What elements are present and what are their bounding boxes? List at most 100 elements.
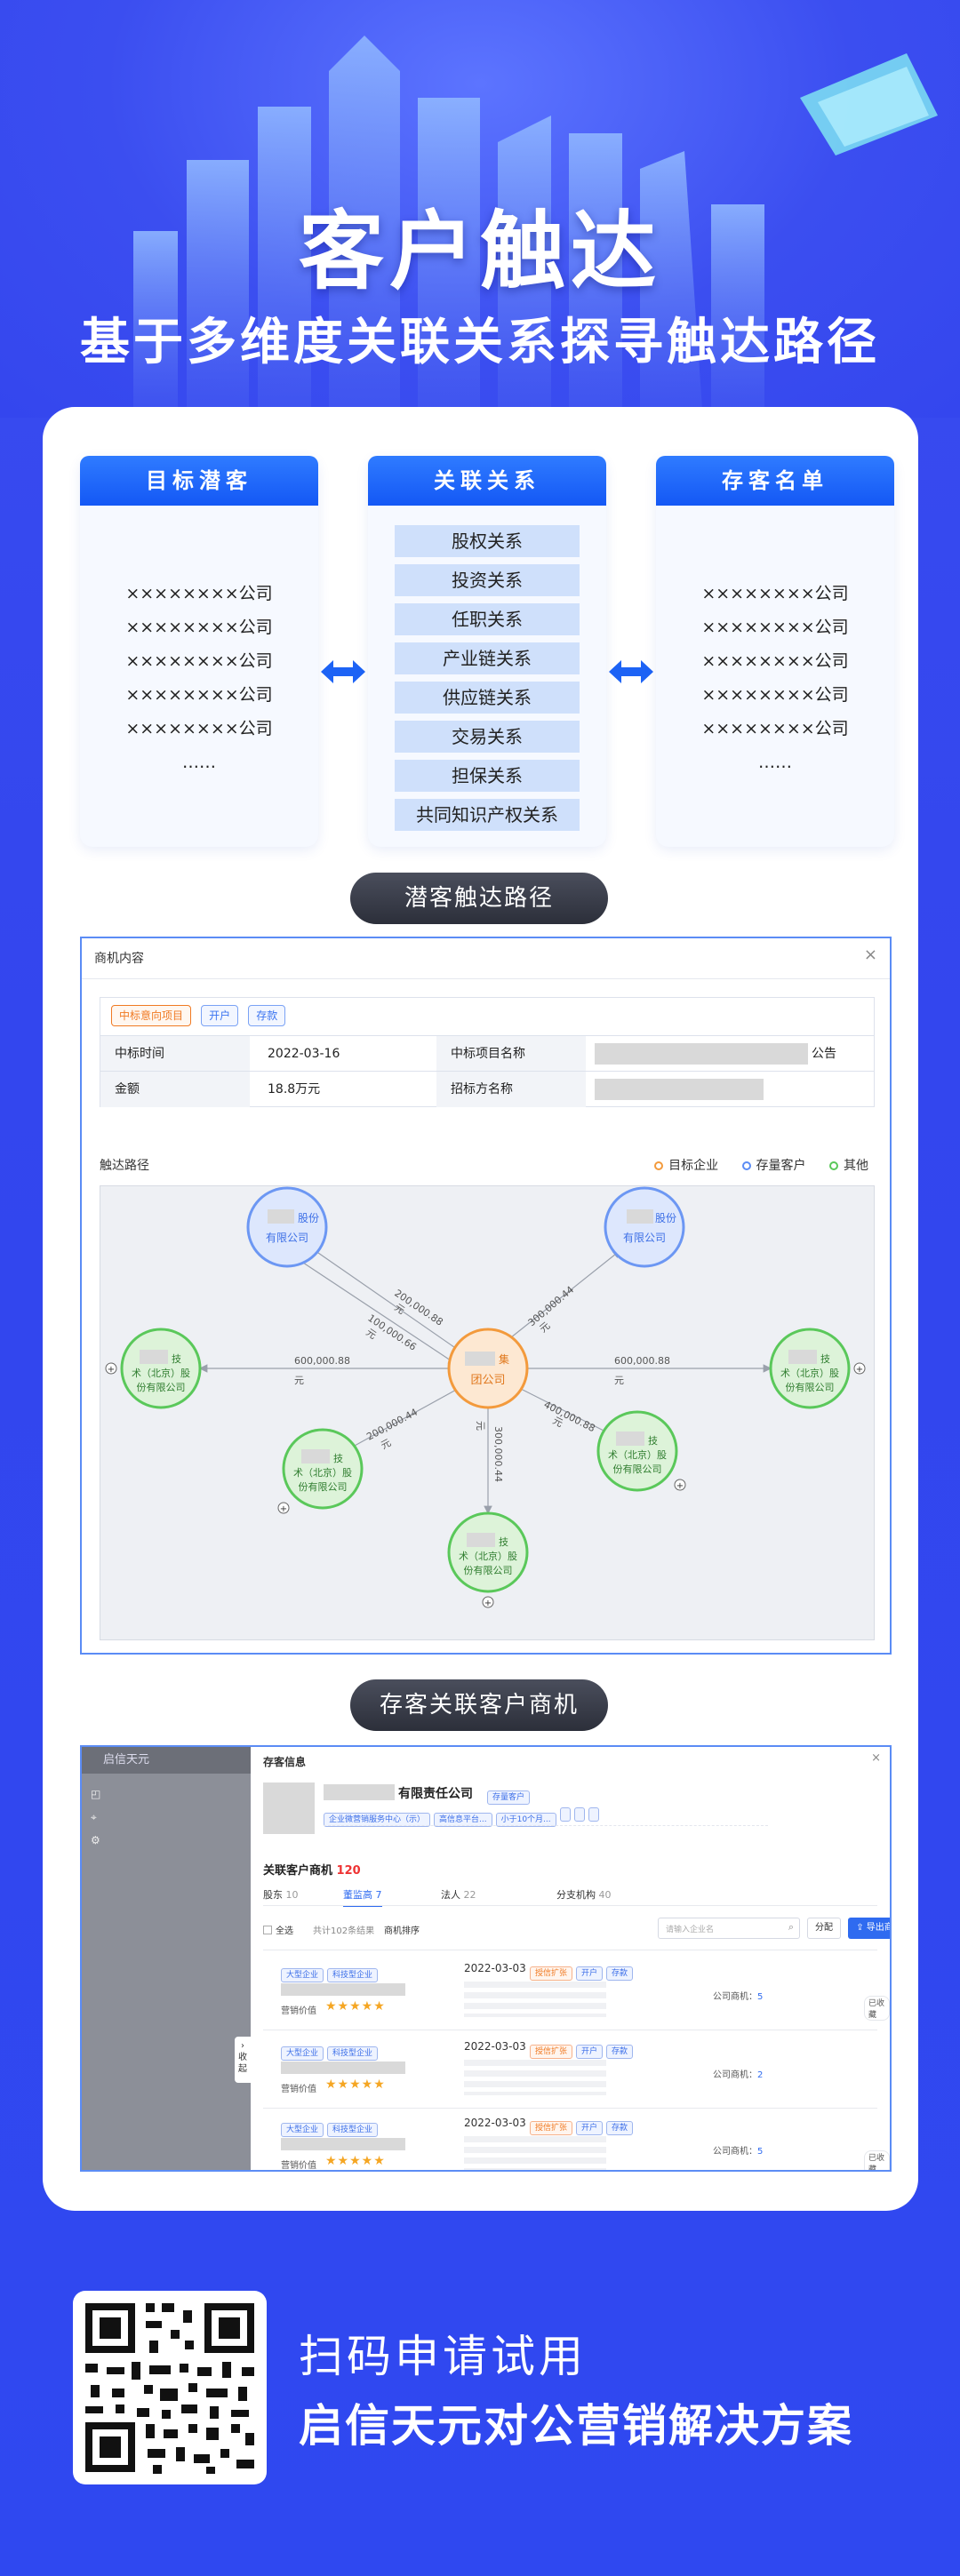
svg-text:术（北京）股: 术（北京）股: [293, 1466, 352, 1479]
target-prospects-column: 目标潜客 ××××××××公司 ××××××××公司 ××××××××公司 ××…: [80, 456, 318, 847]
table-row[interactable]: 大型企业科技型企业 营销价值 ★★★★★ 2022-03-03 授信扩张开户存款…: [251, 2031, 890, 2106]
list-item: ××××××××公司: [701, 584, 849, 603]
relation-item: 产业链关系: [395, 642, 580, 674]
relation-item: 担保关系: [395, 760, 580, 792]
tab-branches[interactable]: 分支机构 40: [556, 1889, 612, 1901]
row-description: [464, 2060, 606, 2095]
tab-legal-person[interactable]: 法人 22: [441, 1889, 476, 1901]
graph-node-other[interactable]: 技 术（北京）股 份有限公司 +: [769, 1328, 866, 1409]
location-icon[interactable]: ⌖: [91, 1811, 97, 1823]
svg-text:股份: 股份: [655, 1212, 676, 1224]
action-icon[interactable]: [891, 1973, 892, 1985]
tag-open-account: 开户: [201, 1005, 239, 1026]
stock-customer-screenshot: 启信天元 ◰ ⌖ ⚙ ›收起 存客信息 × 有限责任公司 存量客户 企业微营销服…: [80, 1745, 892, 2172]
legend-item: 其他: [829, 1159, 868, 1173]
close-icon[interactable]: ×: [871, 1751, 881, 1765]
graph-node-stock[interactable]: 股份 有限公司: [246, 1186, 328, 1268]
table-row[interactable]: 大型企业科技型企业 营销价值 ★★★★★ 2022-03-03 授信扩张开户存款…: [251, 2108, 892, 2171]
graph-node-other[interactable]: 技 术（北京）股 份有限公司 +: [277, 1428, 364, 1514]
list-item: ××××××××公司: [125, 685, 273, 705]
edge-label: 元: [551, 1415, 565, 1430]
assign-button[interactable]: 分配: [807, 1918, 841, 1939]
row-date: 2022-03-03: [464, 2117, 526, 2129]
legend-dot-icon: [741, 1161, 751, 1170]
redacted-company: [281, 1983, 405, 1996]
footer-line-2: 启信天元对公营销解决方案: [299, 2400, 853, 2452]
legend-item: 目标企业: [654, 1159, 718, 1173]
export-button[interactable]: ⇪ 导出商机: [848, 1918, 890, 1939]
graph-node-other[interactable]: 技 术（北京）股 份有限公司 +: [596, 1410, 686, 1492]
svg-text:技: 技: [648, 1435, 658, 1447]
favorite-badge[interactable]: 已收藏: [864, 1996, 890, 2021]
double-arrow-icon: [321, 660, 365, 683]
svg-text:技: 技: [172, 1353, 181, 1365]
redacted-field: [595, 1079, 764, 1100]
relation-item: 供应链关系: [395, 682, 580, 714]
info-label: 金额: [100, 1072, 250, 1107]
redacted-field: [595, 1043, 808, 1065]
edge-label: 元: [614, 1375, 624, 1386]
tag-group: 中标意向项目 开户 存款: [111, 1005, 291, 1026]
edge-label: 300,000.44: [526, 1284, 577, 1328]
panel-title: 存客信息: [263, 1756, 307, 1768]
app-brand: 启信天元: [82, 1747, 251, 1774]
rating-stars: ★★★★★: [325, 1999, 386, 2014]
select-all-checkbox[interactable]: 全选: [263, 1923, 293, 1936]
company-opportunities: 公司商机：5: [713, 1992, 764, 2002]
row-description: [464, 1982, 606, 2017]
graph-node-other[interactable]: 技 术（北京）股 份有限公司 +: [447, 1511, 529, 1608]
svg-text:份有限公司: 份有限公司: [464, 1564, 513, 1576]
svg-text:术（北京）股: 术（北京）股: [132, 1367, 190, 1379]
info-row: 金额 18.8万元 招标方名称: [100, 1071, 874, 1107]
tab-executives[interactable]: 董监高 7: [343, 1887, 382, 1907]
target-prospects-header: 目标潜客: [80, 456, 318, 506]
close-icon[interactable]: ×: [863, 945, 877, 964]
relation-item: 交易关系: [395, 721, 580, 753]
divider: [263, 2108, 877, 2109]
qr-code[interactable]: [73, 2291, 267, 2484]
action-icon[interactable]: [891, 2127, 892, 2140]
table-row[interactable]: 大型企业科技型企业 营销价值 ★★★★★ 2022-03-03 授信扩张开户存款…: [251, 1953, 890, 2028]
reach-path-label: 触达路径: [100, 1159, 149, 1173]
svg-text:团公司: 团公司: [470, 1374, 505, 1387]
expand-icon: +: [856, 1365, 863, 1375]
qr-code-icon: [85, 2303, 254, 2474]
company-tags: 企业微营销服务中心（示）高信息平台...小于10个月...: [324, 1807, 603, 1827]
value-label: 营销价值: [281, 2161, 316, 2171]
graph-node-target[interactable]: 集 团公司: [447, 1328, 529, 1409]
opportunity-dialog-screenshot: 商机内容 × 中标意向项目 开户 存款 中标时间 2022-03-16 中标项目…: [80, 937, 892, 1655]
list-item: ××××××××公司: [701, 685, 849, 705]
sidebar-icon[interactable]: ◰: [91, 1788, 101, 1800]
list-item: ××××××××公司: [701, 719, 849, 738]
tag-deposit: 存款: [248, 1005, 286, 1026]
sort-dropdown[interactable]: 商机排序: [384, 1926, 420, 1936]
search-input[interactable]: 请输入企业名 ⌕: [658, 1918, 800, 1939]
paper-decoration: [800, 53, 938, 156]
legend-item: 存量客户: [741, 1159, 806, 1173]
info-label: 招标方名称: [436, 1072, 586, 1107]
settings-icon[interactable]: ⚙: [91, 1834, 100, 1846]
svg-text:术（北京）股: 术（北京）股: [780, 1367, 839, 1379]
info-label: 中标时间: [100, 1036, 250, 1072]
relations-header: 关联关系: [368, 456, 606, 506]
svg-text:术（北京）股: 术（北京）股: [459, 1550, 517, 1562]
stock-info-panel: 存客信息 × 有限责任公司 存量客户 企业微营销服务中心（示）高信息平台...小…: [251, 1747, 890, 2170]
stock-customers-list: ××××××××公司 ××××××××公司 ××××××××公司 ×××××××…: [656, 506, 894, 779]
svg-text:有限公司: 有限公司: [623, 1232, 666, 1244]
svg-text:股份: 股份: [298, 1212, 319, 1224]
svg-text:份有限公司: 份有限公司: [299, 1480, 348, 1493]
edge-label: 600,000.88: [614, 1355, 670, 1367]
tab-shareholders[interactable]: 股东 10: [263, 1889, 299, 1901]
relations-column: 关联关系 股权关系 投资关系 任职关系 产业链关系 供应链关系 交易关系 担保关…: [368, 456, 606, 847]
app-sidebar: 启信天元 ◰ ⌖ ⚙ ›收起: [82, 1747, 251, 2170]
graph-node-stock[interactable]: 股份 有限公司: [604, 1186, 685, 1268]
graph-node-other[interactable]: 技 术（北京）股 份有限公司 +: [105, 1328, 202, 1409]
company-badge: 存量客户: [487, 1786, 533, 1805]
favorite-badge[interactable]: 已收藏: [864, 2150, 890, 2170]
city-skyline-illustration: [133, 36, 764, 409]
redacted-company: [281, 2138, 405, 2150]
hero-banner: 客户触达 基于多维度关联关系探寻触达路径: [0, 0, 960, 418]
relations-list: 股权关系 投资关系 任职关系 产业链关系 供应链关系 交易关系 担保关系 共同知…: [368, 506, 606, 831]
collapse-button[interactable]: ›收起: [235, 2037, 251, 2083]
company-name: 有限责任公司: [398, 1787, 473, 1801]
